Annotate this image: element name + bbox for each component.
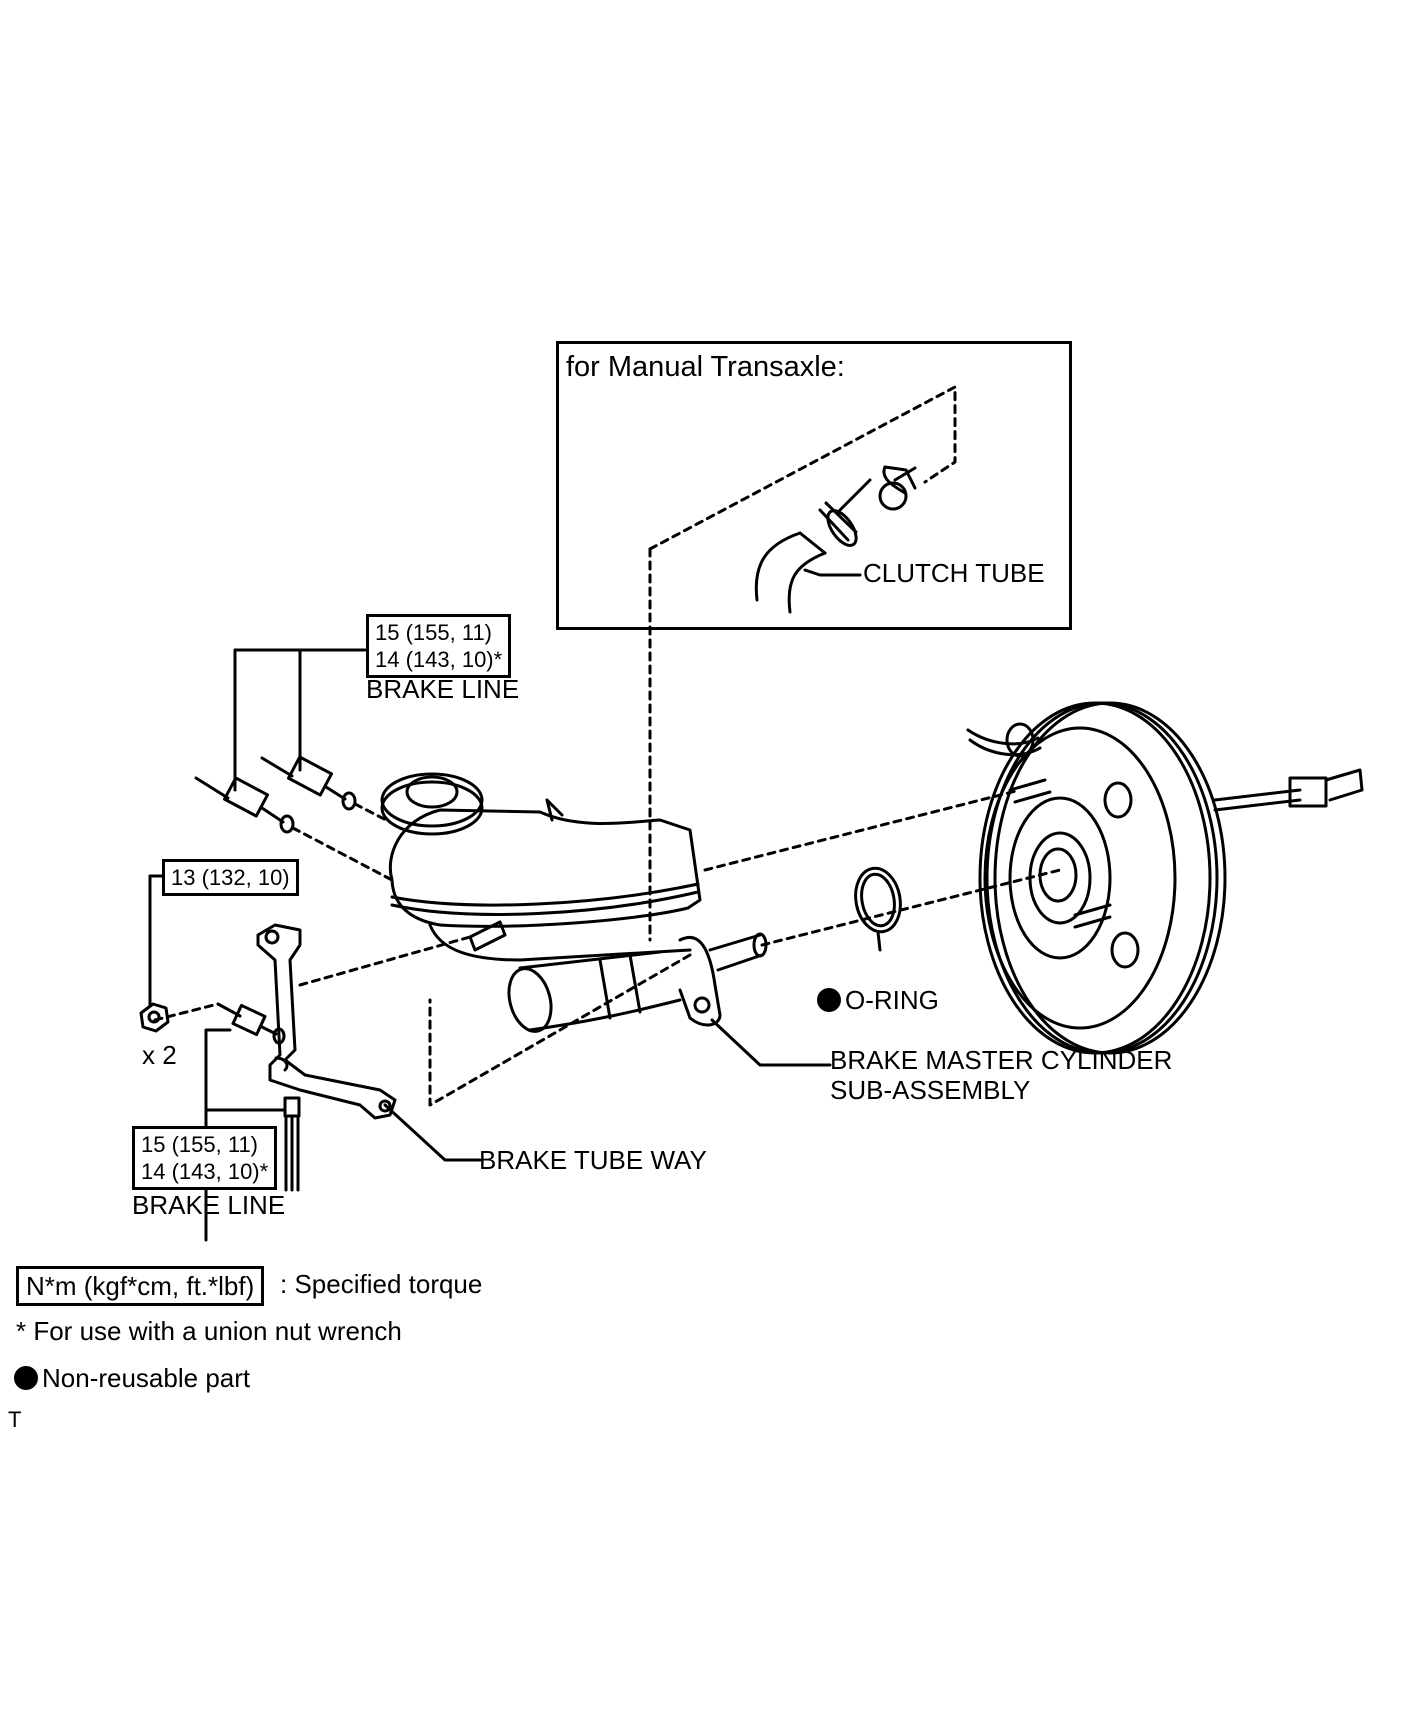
flange-nut-drawing — [139, 874, 170, 1033]
torque-spec-upper: 15 (155, 11) 14 (143, 10)* — [366, 614, 512, 678]
legend-torque-desc: : Specified torque — [280, 1269, 483, 1299]
brake-line-label-lower: BRAKE LINE — [132, 1190, 286, 1220]
brake-tube-way-drawing — [256, 923, 397, 1120]
corner-mark: T — [8, 1407, 22, 1432]
torque-value: 13 (132, 10) — [171, 865, 290, 890]
non-reusable-dot-icon — [817, 988, 841, 1012]
o-ring-drawing — [854, 866, 902, 934]
clutch-tube-drawing — [754, 465, 917, 614]
non-reusable-dot-icon — [14, 1366, 38, 1390]
torque-spec-lower: 15 (155, 11) 14 (143, 10)* — [132, 1126, 278, 1190]
torque-value: 15 (155, 11) — [141, 1132, 259, 1157]
booster-guides — [703, 788, 1062, 947]
torque-value-union: 14 (143, 10)* — [141, 1159, 269, 1184]
lower-brake-lines — [204, 1002, 301, 1242]
brake-line-label-upper: BRAKE LINE — [366, 674, 520, 704]
torque-spec-nut: 13 (132, 10) — [162, 859, 299, 896]
clutch-tube-label: CLUTCH TUBE — [863, 558, 1045, 588]
legend-union-note: * For use with a union nut wrench — [16, 1316, 402, 1346]
legend-non-reusable: Non-reusable part — [14, 1363, 250, 1393]
legend-torque-unit: N*m (kgf*cm, ft.*lbf) — [16, 1266, 265, 1306]
leader-lines — [383, 568, 882, 1162]
torque-value-union: 14 (143, 10)* — [375, 647, 503, 672]
master-cylinder-drawing — [380, 772, 768, 1033]
master-cylinder-label: BRAKE MASTER CYLINDER SUB-ASSEMBLY — [830, 1045, 1173, 1105]
upper-brake-line-guides — [291, 802, 394, 882]
upper-brake-lines — [194, 648, 367, 834]
inset-title: for Manual Transaxle: — [566, 351, 845, 383]
inset-dashed-guides — [428, 385, 957, 1107]
brake-tube-way-label: BRAKE TUBE WAY — [479, 1145, 707, 1175]
torque-value: 15 (155, 11) — [375, 620, 493, 645]
bracket-guides — [153, 935, 472, 1022]
manual-transaxle-inset — [556, 341, 1072, 630]
o-ring-label: O-RING — [817, 985, 939, 1015]
nut-quantity: x 2 — [142, 1040, 177, 1070]
